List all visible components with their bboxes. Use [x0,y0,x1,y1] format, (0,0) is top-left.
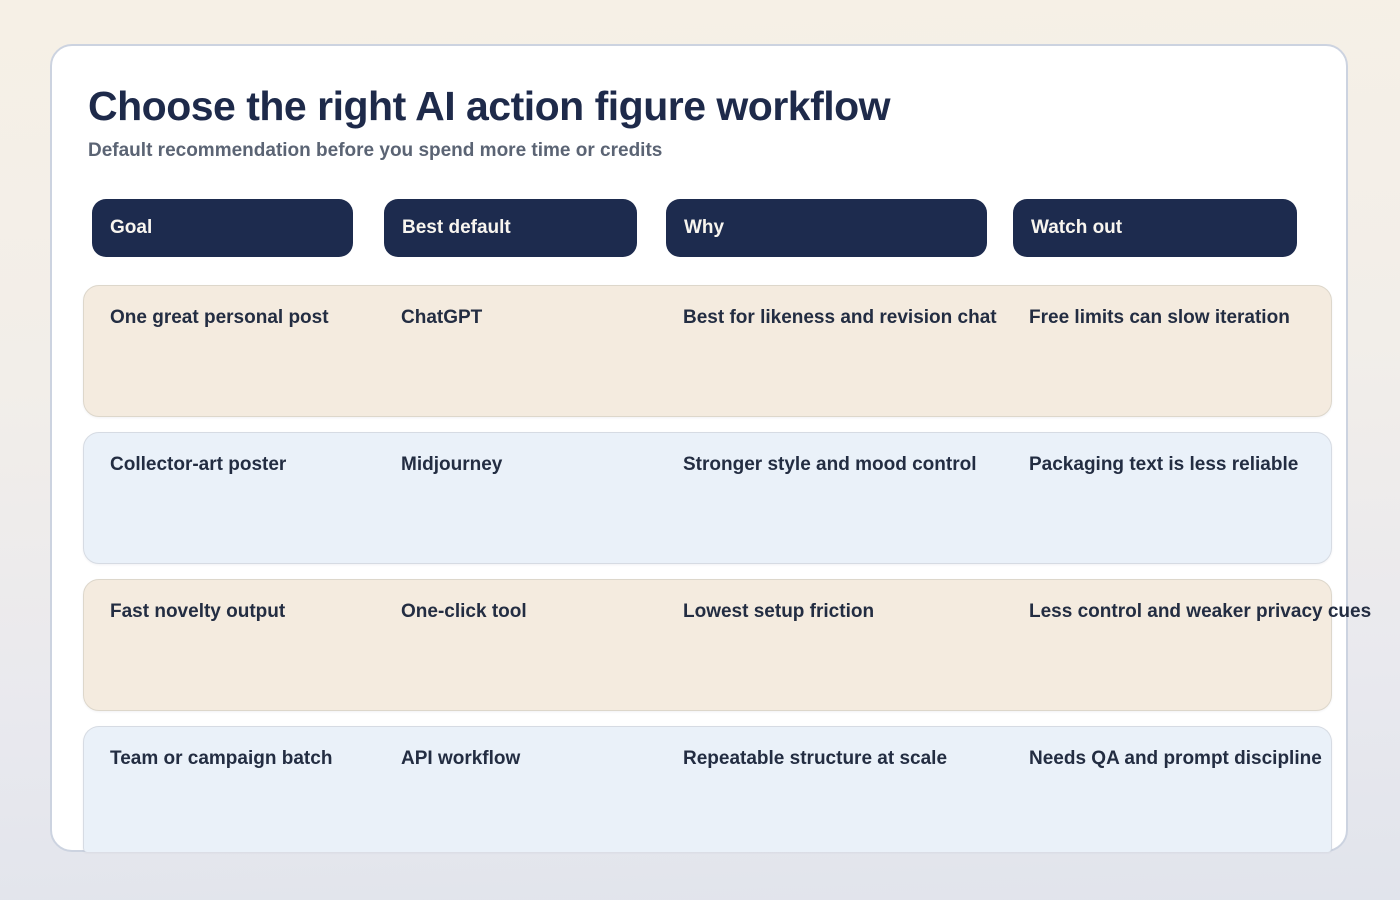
page-subtitle: Default recommendation before you spend … [88,140,663,161]
cell-goal: Team or campaign batch [110,748,333,769]
table-row-collector-poster: Collector-art poster Midjourney Stronger… [83,432,1332,564]
cell-goal: Collector-art poster [110,454,287,475]
cell-why: Repeatable structure at scale [683,748,948,769]
cell-best-default: API workflow [401,748,521,769]
table-row-personal-post: One great personal post ChatGPT Best for… [83,285,1332,417]
cell-watch-out: Less control and weaker privacy cues [1029,601,1372,622]
column-header-goal: Goal [92,199,353,257]
column-header-watch-out: Watch out [1013,199,1297,257]
cell-watch-out: Packaging text is less reliable [1029,454,1299,475]
workflow-comparison-card: Choose the right AI action figure workfl… [50,44,1371,852]
cell-best-default: ChatGPT [401,307,483,328]
cell-why: Best for likeness and revision chat [683,307,997,328]
cell-goal: One great personal post [110,307,329,328]
column-header-why: Why [666,199,987,257]
table-row-novelty-output: Fast novelty output One-click tool Lowes… [83,579,1371,711]
cell-best-default: One-click tool [401,601,527,622]
column-header-best-default: Best default [384,199,637,257]
cell-why: Lowest setup friction [683,601,875,622]
page-title: Choose the right AI action figure workfl… [88,83,891,129]
cell-why: Stronger style and mood control [683,454,977,475]
table-row-campaign-batch: Team or campaign batch API workflow Repe… [83,726,1332,852]
cell-watch-out: Free limits can slow iteration [1029,307,1290,328]
cell-best-default: Midjourney [401,454,503,475]
cell-goal: Fast novelty output [110,601,286,622]
cell-watch-out: Needs QA and prompt discipline [1029,748,1322,769]
